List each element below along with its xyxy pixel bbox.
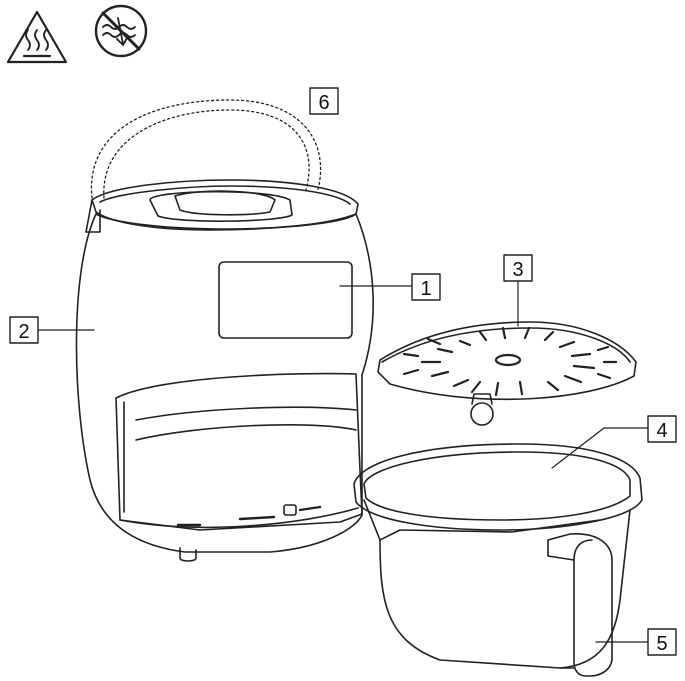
- callout-5: 5: [647, 628, 677, 656]
- callout-2: 2: [9, 316, 39, 344]
- crisper-plate: [377, 321, 637, 426]
- body-shell: [75, 213, 374, 553]
- basket-handle: [547, 533, 613, 677]
- svg-text:2: 2: [18, 321, 29, 343]
- svg-text:5: 5: [656, 633, 667, 655]
- basket: [353, 443, 643, 677]
- display-panel: [218, 261, 353, 339]
- callout-3: 3: [503, 254, 533, 282]
- callout-1: 1: [411, 273, 441, 301]
- callout-6: 6: [309, 87, 339, 115]
- callout-leader-lines: [37, 279, 649, 643]
- svg-text:1: 1: [420, 278, 431, 300]
- air-fryer-body: [75, 99, 374, 562]
- svg-text:4: 4: [656, 420, 667, 442]
- svg-text:6: 6: [318, 92, 329, 114]
- callout-4: 4: [647, 415, 677, 443]
- no-water-immersion-icon: [94, 4, 148, 58]
- svg-text:3: 3: [512, 259, 523, 281]
- hot-surface-warning-icon: [6, 10, 68, 64]
